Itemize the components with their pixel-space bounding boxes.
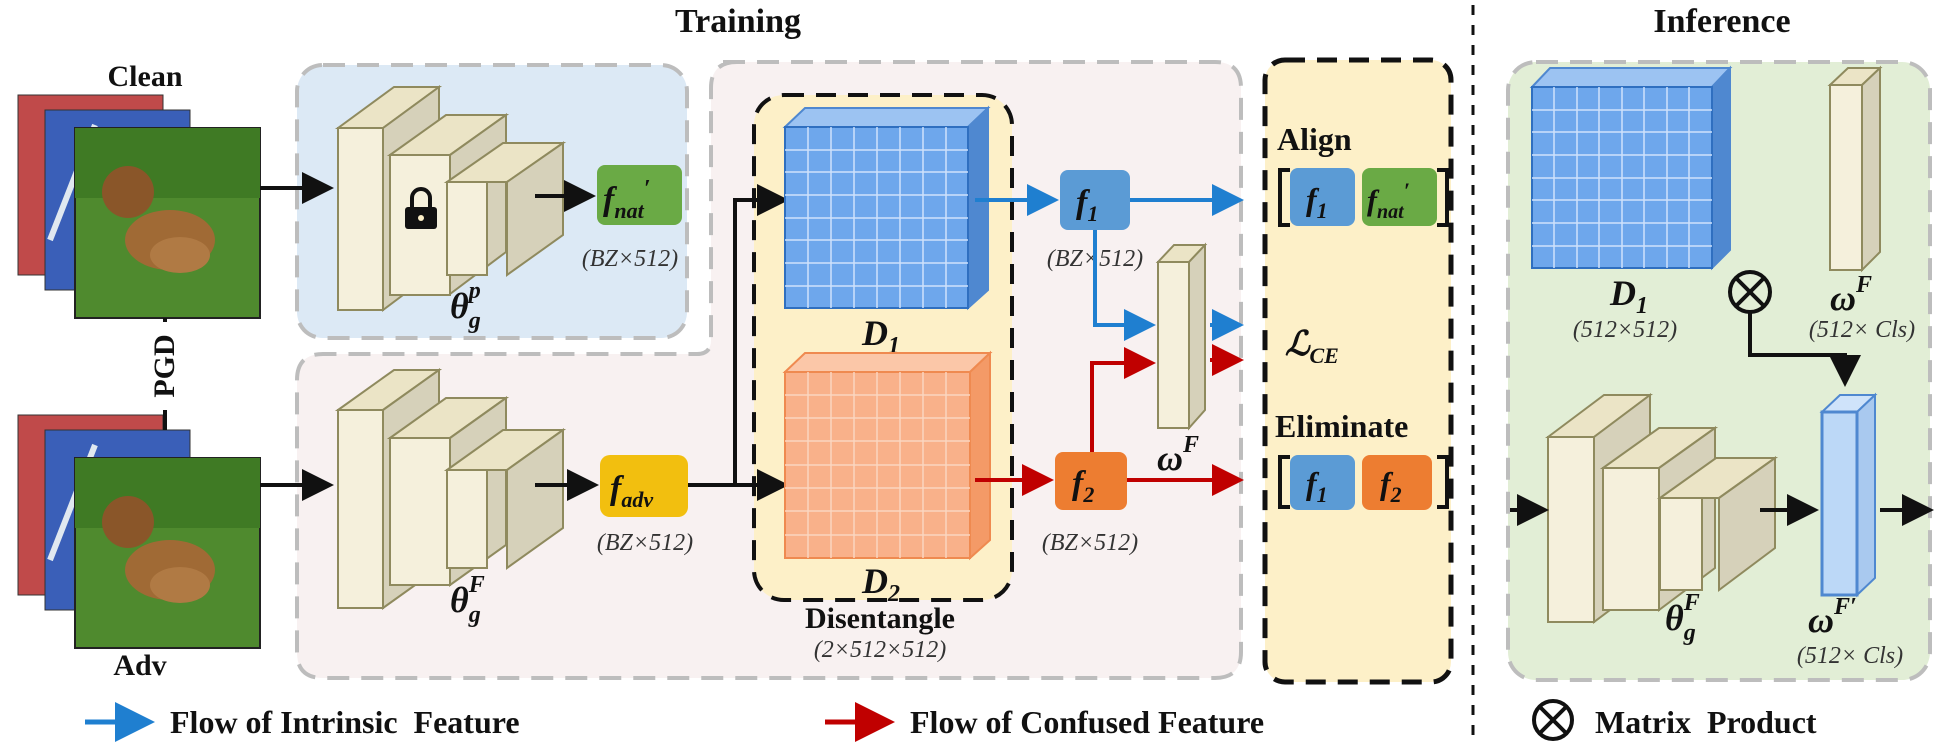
f-adv-label: fadv xyxy=(610,470,653,512)
inference-title: Inference xyxy=(1653,3,1790,40)
classifier-symbol: ωF xyxy=(1157,432,1199,478)
f1-node xyxy=(1060,170,1130,230)
d2-matrix xyxy=(782,350,993,561)
trained-encoder-symbol: θgF xyxy=(450,572,485,628)
eliminate-pair: f1 f2 xyxy=(1278,455,1449,510)
f-adv-node xyxy=(600,455,688,517)
inference-d1-label: D1 xyxy=(1609,273,1648,319)
f-nat-node xyxy=(597,165,682,225)
f-adv-shape: (BZ×512) xyxy=(597,530,693,556)
f2-node xyxy=(1055,452,1127,510)
inference-classifier-symbol: ωF xyxy=(1830,272,1872,318)
disentangle-label: Disentangle xyxy=(805,602,955,635)
inference-d1-shape: (512×512) xyxy=(1573,317,1677,343)
product-to-output-arrow xyxy=(1748,312,1861,387)
legend-product-label: Matrix Product xyxy=(1595,704,1817,740)
align-label: Align xyxy=(1277,121,1352,157)
f-nat-label: fnat′ xyxy=(603,176,650,223)
clean-label: Clean xyxy=(108,60,183,93)
disentangle-shape: (2×512×512) xyxy=(814,637,946,663)
training-title: Training xyxy=(675,3,801,40)
f2-label: f2 xyxy=(1072,465,1094,507)
svg-text:fnat′: fnat′ xyxy=(1367,178,1410,223)
pretrained-encoder xyxy=(334,85,567,312)
pretrained-encoder-symbol: θgp xyxy=(450,278,481,334)
inference-encoder xyxy=(1545,393,1779,624)
f2-to-classifier-arrow xyxy=(1090,347,1156,452)
adv-label: Adv xyxy=(113,649,166,682)
eliminate-label: Eliminate xyxy=(1275,408,1408,444)
output-classifier-block xyxy=(1819,392,1878,598)
inference-classifier-shape: (512× Cls) xyxy=(1809,317,1915,343)
f-nat-shape: (BZ×512) xyxy=(582,246,678,272)
d2-label: D2 xyxy=(861,561,900,607)
ce-loss-label: ℒCE xyxy=(1285,326,1339,368)
legend-intrinsic-label: Flow of Intrinsic Feature xyxy=(170,704,520,740)
pgd-label: PGD xyxy=(148,334,181,397)
f1-to-classifier-arrow xyxy=(1093,230,1156,341)
f1-label: f1 xyxy=(1076,184,1098,226)
clean-image-stack xyxy=(17,94,261,319)
lock-icon xyxy=(405,187,437,229)
output-classifier-symbol: ωF′ xyxy=(1808,594,1857,640)
align-pair: f1 fnat′ xyxy=(1278,168,1449,227)
legend-confused-label: Flow of Confused Feature xyxy=(910,704,1264,740)
inference-d1-matrix xyxy=(1529,65,1733,271)
inference-encoder-symbol: θgF xyxy=(1665,590,1700,646)
svg-text:f1: f1 xyxy=(1306,181,1328,223)
fadv-to-d1-arrow xyxy=(688,184,789,487)
svg-text:f1: f1 xyxy=(1306,465,1328,507)
d1-matrix xyxy=(782,105,991,311)
output-classifier-shape: (512× Cls) xyxy=(1797,643,1903,669)
f2-shape: (BZ×512) xyxy=(1042,530,1138,556)
inference-classifier-block xyxy=(1827,65,1883,273)
legend-product-icon xyxy=(1532,699,1574,741)
classifier-block xyxy=(1155,242,1208,431)
trained-encoder xyxy=(334,368,567,610)
svg-text:f2: f2 xyxy=(1380,465,1402,507)
adv-image-stack xyxy=(17,414,261,649)
